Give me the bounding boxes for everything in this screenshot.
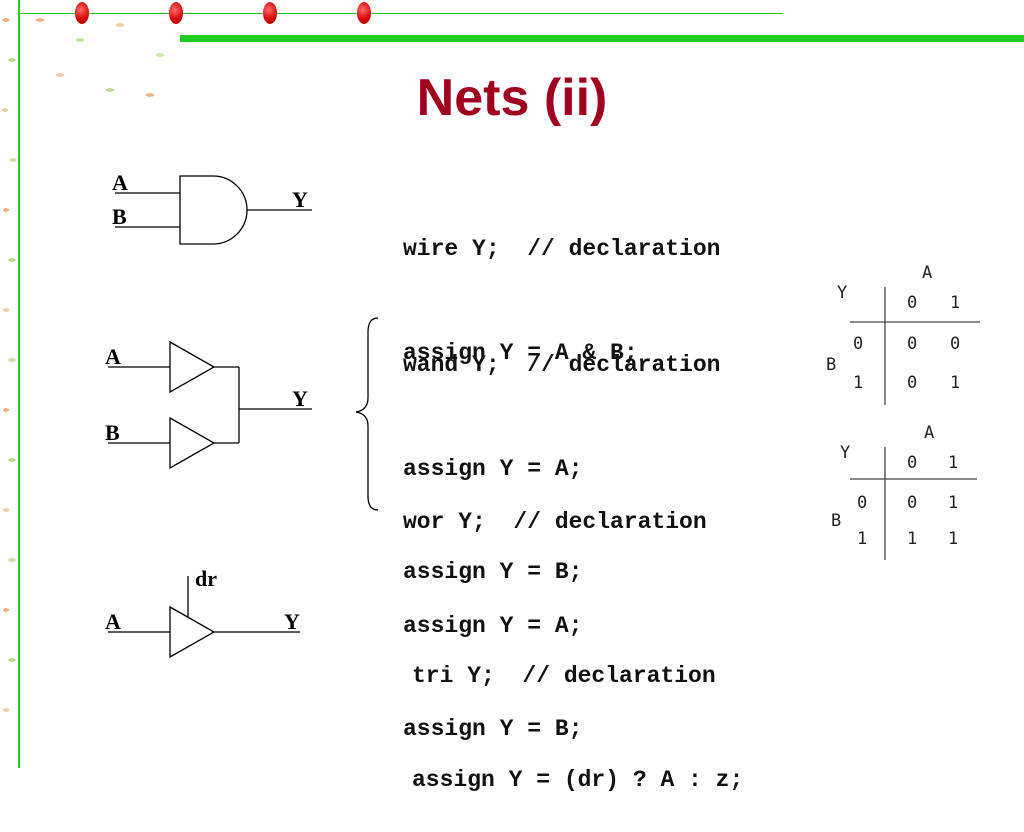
table-row-header: 1: [853, 373, 863, 393]
code-line: assign Y = B;: [403, 716, 583, 742]
and-gate: [115, 175, 312, 245]
code-line: wire Y; // declaration: [403, 236, 721, 262]
slide-title: Nets (ii): [416, 69, 608, 127]
red-dot: [169, 2, 183, 24]
wor-truth-table: A Y 0 1 B 0 1 0 1 1 1: [831, 423, 958, 549]
wand-code: wand Y; // declaration assign Y = A; ass…: [403, 279, 720, 624]
table-cell: 0: [907, 493, 917, 513]
table-row-var: B: [826, 355, 836, 375]
table-cell: 0: [907, 373, 917, 393]
red-dot: [263, 2, 277, 24]
wand-table-grid: [850, 287, 980, 405]
top-thin-rule: [18, 13, 783, 14]
table-row-header: 0: [853, 334, 863, 354]
table-row-var: B: [831, 511, 841, 531]
table-output-var: Y: [837, 283, 847, 303]
table-col-var: A: [922, 263, 932, 283]
table-output-var: Y: [840, 443, 850, 463]
tristate-input-label: A: [105, 609, 121, 634]
code-line: assign Y = A;: [403, 455, 583, 482]
tristate-buffer: [108, 576, 300, 659]
left-rule: [18, 0, 20, 768]
table-cell: 1: [948, 493, 958, 513]
code-line: wand Y; // declaration: [403, 352, 721, 378]
table-col-header: 0: [907, 453, 917, 473]
wor-table-grid: [850, 447, 977, 560]
and-output-label: Y: [292, 187, 308, 212]
table-row-header: 1: [857, 529, 867, 549]
table-col-header: 1: [948, 453, 958, 473]
wire-code: wire Y; // declaration assign Y = A & B;: [403, 163, 720, 405]
curly-brace: [355, 317, 379, 511]
tristate-output-label: Y: [284, 609, 300, 634]
code-line: tri Y; // declaration: [412, 663, 716, 689]
table-col-header: 1: [950, 293, 960, 313]
table-col-header: 0: [907, 293, 917, 313]
table-row-header: 0: [857, 493, 867, 513]
and-input-a-label: A: [112, 170, 128, 195]
table-cell: 1: [950, 373, 960, 393]
buffer-input-b-label: B: [105, 420, 120, 445]
code-line: assign Y = A;: [403, 612, 583, 639]
table-cell: 1: [907, 529, 917, 549]
code-line: assign Y = B;: [403, 559, 583, 585]
corner-decoration: [20, 0, 190, 110]
table-cell: 1: [948, 529, 958, 549]
red-dot: [75, 2, 89, 24]
left-decoration: [0, 0, 20, 768]
buffer-input-a-label: A: [105, 344, 121, 369]
table-cell: 0: [950, 334, 960, 354]
red-dot: [357, 2, 371, 24]
wor-code: wor Y; // declaration assign Y = A; assi…: [403, 436, 707, 781]
code-line: wor Y; // declaration: [403, 509, 707, 535]
table-cell: 0: [907, 334, 917, 354]
wired-buffers: [108, 340, 312, 470]
buffer-output-label: Y: [292, 386, 308, 411]
table-col-var: A: [924, 423, 934, 443]
wand-truth-table: A Y 0 1 B 0 1 0 0 0 1: [826, 263, 960, 393]
code-line: assign Y = A & B;: [403, 339, 638, 366]
and-input-b-label: B: [112, 204, 127, 229]
top-thick-rule: [180, 35, 1024, 42]
circuit-diagrams: A B Y A B Y dr A Y A Y 0 1 B 0 1 0 0 0 1…: [105, 170, 980, 659]
tristate-enable-label: dr: [195, 566, 217, 591]
